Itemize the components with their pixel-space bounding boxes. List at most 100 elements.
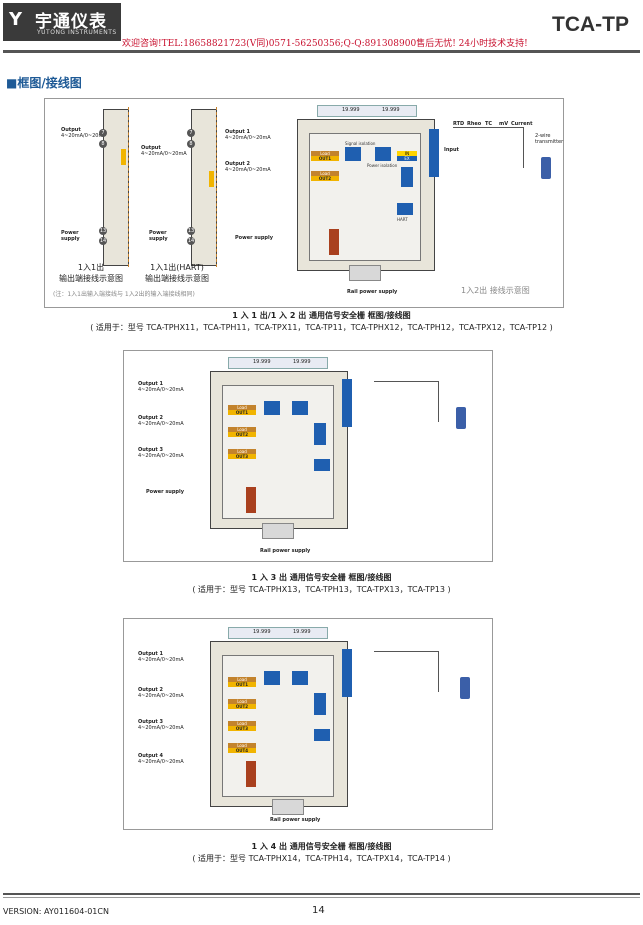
display-bar: 19.999 19.999 xyxy=(228,627,328,639)
terminal: 13 xyxy=(187,227,195,235)
output4-label: Output 4 xyxy=(138,753,163,759)
terminal: 8 xyxy=(99,140,107,148)
output3-range: 4~20mA/0~20mA xyxy=(138,453,184,459)
rheo-label: Rheo xyxy=(467,121,482,127)
input-wiring xyxy=(374,381,439,422)
company-logo: Y 宇通仪表 YUTONG INSTRUMENTS xyxy=(3,3,121,41)
supply-word: supply xyxy=(149,236,168,242)
diagram-note: (注：1入1出输入端接线与 1入2出的输入端接线相同) xyxy=(53,291,195,298)
caption-mid: 1入1出(HART) 输出端接线示意图 xyxy=(145,262,209,284)
transmitter-icon xyxy=(541,157,551,179)
output2-label: Output 2 xyxy=(138,687,163,693)
display-value-1: 19.999 xyxy=(253,629,271,635)
rail-power-label: Rail power supply xyxy=(270,817,321,823)
output1-label-group: Output 1 4~20mA/0~20mA xyxy=(225,129,271,141)
company-name-cn: 宇通仪表 xyxy=(35,12,107,32)
out3-block: OUT3 xyxy=(228,726,256,731)
input-wiring xyxy=(374,651,439,692)
output3-label-group: Output 3 4~20mA/0~20mA xyxy=(138,447,184,459)
hart-block xyxy=(397,203,413,215)
output1-range: 4~20mA/0~20mA xyxy=(225,135,271,141)
diagram-1-title: 1 入 1 出/1 入 2 出 通用信号安全栅 框图/接线图 xyxy=(232,311,411,320)
caption-right: 1入2出 接线示意图 xyxy=(461,286,530,295)
output1-label: Output 1 xyxy=(138,381,163,387)
terminal: 14 xyxy=(187,237,195,245)
terminal: 7 xyxy=(187,129,195,137)
logo-mark-icon: Y xyxy=(9,9,23,30)
output3-range: 4~20mA/0~20mA xyxy=(138,725,184,731)
diagram-2-panel: 19.999 19.999 Output 1 4~20mA/0~20mA Out… xyxy=(123,350,493,562)
transmitter-icon xyxy=(460,677,470,699)
mid-output-label-group: Output 4~20mA/0~20mA xyxy=(141,145,187,157)
hotline-banner: 欢迎咨询!TEL:18658821723(V同)0571-56250356;Q-… xyxy=(122,39,528,49)
output2-label: Output 2 xyxy=(225,161,250,167)
caption-left-line2: 输出端接线示意图 xyxy=(59,274,123,283)
display-value-2: 19.999 xyxy=(293,359,311,365)
processor-block xyxy=(314,423,326,445)
output2-range: 4~20mA/0~20mA xyxy=(225,167,271,173)
protection-block xyxy=(329,229,339,255)
output1-label-group: Output 1 4~20mA/0~20mA xyxy=(138,651,184,663)
isolation-block-2 xyxy=(292,401,308,415)
diagram-1-models: ( 适用于：型号 TCA-TPHX11，TCA-TPH11，TCA-TPX11，… xyxy=(90,323,553,332)
power-supply-label: Power supply xyxy=(235,235,273,241)
output2-range: 4~20mA/0~20mA xyxy=(138,421,184,427)
module-1in1out-hart xyxy=(191,109,217,266)
processor-block xyxy=(314,693,326,715)
footer-divider-thin xyxy=(3,897,640,898)
hart-block xyxy=(314,729,330,741)
terminal: 13 xyxy=(99,227,107,235)
output2-label: Output 2 xyxy=(138,415,163,421)
display-bar: 19.999 19.999 xyxy=(228,357,328,369)
rail-power-label: Rail power supply xyxy=(260,548,311,554)
module-1in1out xyxy=(103,109,129,266)
input-label: Input xyxy=(444,147,459,153)
caption-mid-line1: 1入1出(HART) xyxy=(150,263,204,272)
terminal: 14 xyxy=(99,237,107,245)
cut-line-2 xyxy=(216,107,217,267)
left-output-label-group: Output 4~20mA/0~20mA xyxy=(61,127,107,139)
caption-left-line1: 1入1出 xyxy=(77,263,105,272)
left-output-label: Output xyxy=(61,127,81,133)
transmitter-icon xyxy=(456,407,466,429)
input-terminal-block xyxy=(429,129,439,177)
display-value-2: 19.999 xyxy=(382,107,400,113)
cut-line-1 xyxy=(128,107,129,267)
hart-label: HART xyxy=(397,217,408,222)
input-wiring xyxy=(453,127,524,168)
in-block: IN xyxy=(397,151,417,156)
display-value-1: 19.999 xyxy=(253,359,271,365)
current-label: Current xyxy=(511,121,533,127)
mid-output-label: Output xyxy=(141,145,161,151)
isolation-block-2 xyxy=(292,671,308,685)
out3-block: OUT3 xyxy=(228,454,256,459)
module-1in1out-output xyxy=(121,149,126,165)
signal-isolation-label: Signal isolation xyxy=(345,141,376,146)
power-word: Power xyxy=(61,230,79,236)
power-supply-label: Power supply xyxy=(146,489,184,495)
isolation-block-2 xyxy=(375,147,391,161)
hart-block xyxy=(314,459,330,471)
diagram-2-title: 1 入 3 出 通用信号安全栅 框图/接线图 xyxy=(251,573,392,582)
mv-label: mV xyxy=(499,121,509,127)
rail-connector xyxy=(349,265,381,281)
version-text: VERSION: AY011604-01CN xyxy=(3,907,109,916)
output3-label-group: Output 3 4~20mA/0~20mA xyxy=(138,719,184,731)
output1-label: Output 1 xyxy=(138,651,163,657)
rail-connector xyxy=(262,523,294,539)
diagram-2-models: ( 适用于：型号 TCA-TPHX13，TCA-TPH13，TCA-TPX13，… xyxy=(192,585,451,594)
output2-label-group: Output 2 4~20mA/0~20mA xyxy=(225,161,271,173)
power-isolation-label: Power isolation xyxy=(367,163,398,168)
module-hart-output xyxy=(209,171,214,187)
output3-label: Output 3 xyxy=(138,719,163,725)
model-title: TCA-TP xyxy=(552,13,629,36)
rtd-label: RTD xyxy=(453,121,465,127)
transmitter-label: 2-wire transmitter xyxy=(535,133,564,145)
display-value-1: 19.999 xyxy=(342,107,360,113)
out2-block: OUT2 xyxy=(311,176,339,181)
processor-block xyxy=(401,167,413,187)
isolation-block-1 xyxy=(264,671,280,685)
